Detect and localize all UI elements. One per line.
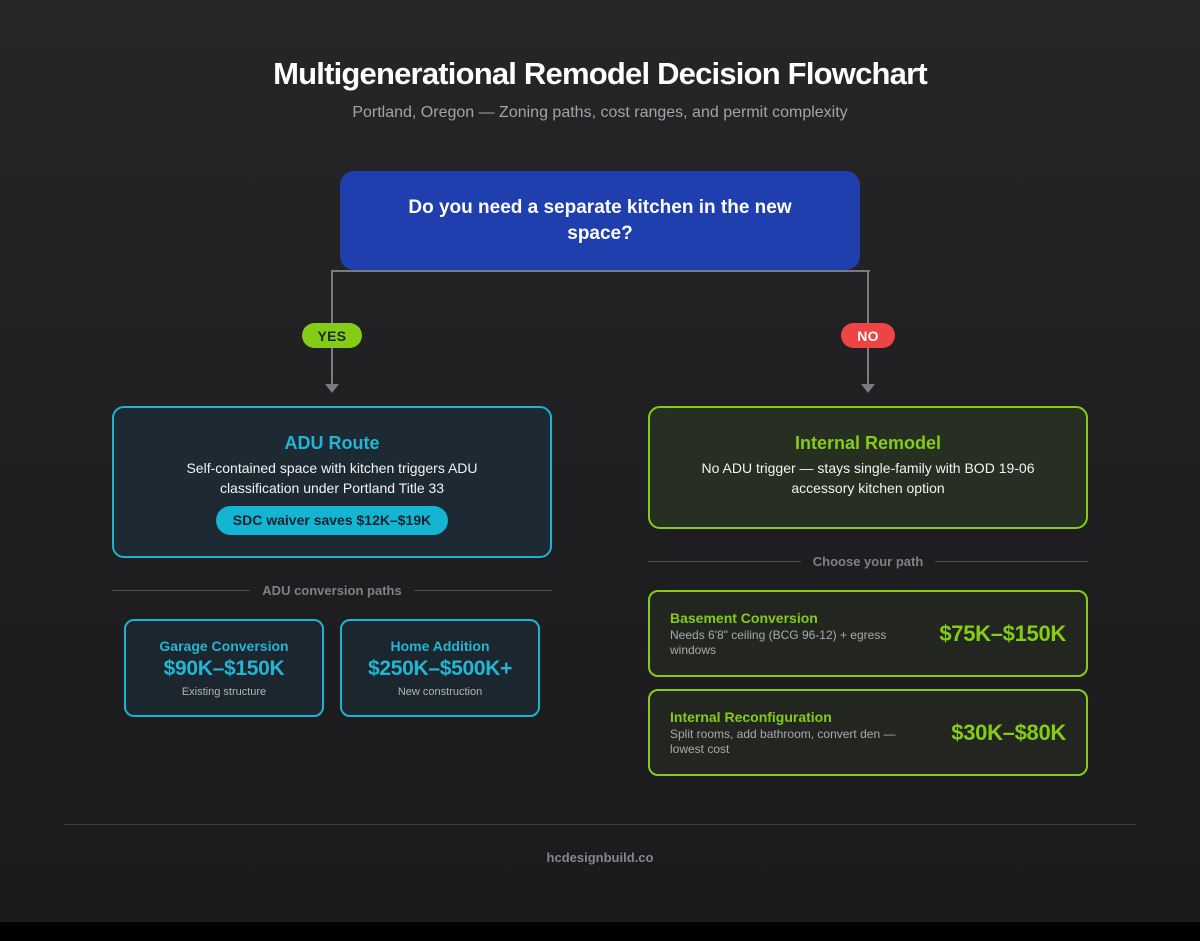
path-description: Split rooms, add bathroom, convert den —…	[670, 727, 896, 756]
page-title: Multigenerational Remodel Decision Flowc…	[273, 56, 928, 91]
question-text: Do you need a separate kitchen in the ne…	[408, 196, 792, 244]
divider-line	[413, 590, 553, 591]
adu-paths-divider-label: ADU conversion paths	[262, 583, 402, 598]
path-description: Needs 6'8" ceiling (BCG 96-12) + egress …	[670, 628, 887, 657]
path-text: Basement Conversion Needs 6'8" ceiling (…	[670, 610, 915, 658]
path-cost: $90K–$150K	[163, 657, 285, 680]
adu-paths-divider: ADU conversion paths	[112, 583, 553, 598]
path-cost: $250K–$500K+	[367, 657, 513, 680]
adu-route-card: ADU Route Self-contained space with kitc…	[112, 406, 552, 558]
sdc-waiver-badge: SDC waiver saves $12K–$19K	[215, 506, 449, 535]
path-note: New construction	[397, 686, 483, 698]
internal-paths-divider-label: Choose your path	[812, 554, 924, 569]
garage-conversion-card: Garage Conversion $90K–$150K Existing st…	[124, 619, 324, 717]
yes-arrow-down-icon	[325, 384, 339, 393]
path-title: Garage Conversion	[159, 638, 289, 654]
yes-branch-label: YES	[302, 323, 362, 348]
flowchart-page: Multigenerational Remodel Decision Flowc…	[0, 0, 1200, 922]
divider-line	[112, 590, 251, 591]
basement-conversion-card: Basement Conversion Needs 6'8" ceiling (…	[648, 590, 1088, 677]
path-title: Internal Reconfiguration	[670, 709, 832, 725]
adu-route-description: Self-contained space with kitchen trigge…	[186, 460, 478, 496]
internal-paths-divider: Choose your path	[648, 554, 1089, 569]
no-connector-upper	[867, 270, 869, 324]
path-text: Internal Reconfiguration Split rooms, ad…	[670, 709, 915, 757]
page-subtitle: Portland, Oregon — Zoning paths, cost ra…	[352, 104, 848, 121]
path-title: Basement Conversion	[670, 610, 818, 626]
no-arrow-down-icon	[861, 384, 875, 393]
divider-line	[935, 561, 1089, 562]
internal-remodel-card: Internal Remodel No ADU trigger — stays …	[648, 406, 1088, 529]
yes-connector-upper	[331, 270, 333, 324]
no-branch-label: NO	[841, 323, 895, 348]
internal-remodel-title: Internal Remodel	[794, 433, 942, 453]
path-cost: $75K–$150K	[939, 620, 1066, 646]
footer-divider	[64, 824, 1136, 825]
path-note: Existing structure	[181, 686, 267, 698]
internal-remodel-description: No ADU trigger — stays single-family wit…	[701, 460, 1035, 496]
no-connector-lower	[867, 348, 869, 386]
home-addition-card: Home Addition $250K–$500K+ New construct…	[340, 619, 540, 717]
path-title: Home Addition	[390, 638, 490, 654]
path-cost: $30K–$80K	[951, 719, 1066, 745]
yes-connector-lower	[331, 348, 333, 386]
adu-route-title: ADU Route	[284, 433, 380, 453]
branch-connector-horizontal	[332, 270, 870, 272]
divider-line	[648, 561, 801, 562]
decision-question-node: Do you need a separate kitchen in the ne…	[340, 171, 860, 270]
internal-reconfiguration-card: Internal Reconfiguration Split rooms, ad…	[648, 689, 1088, 776]
footer-site-label: hcdesignbuild.co	[546, 850, 654, 865]
